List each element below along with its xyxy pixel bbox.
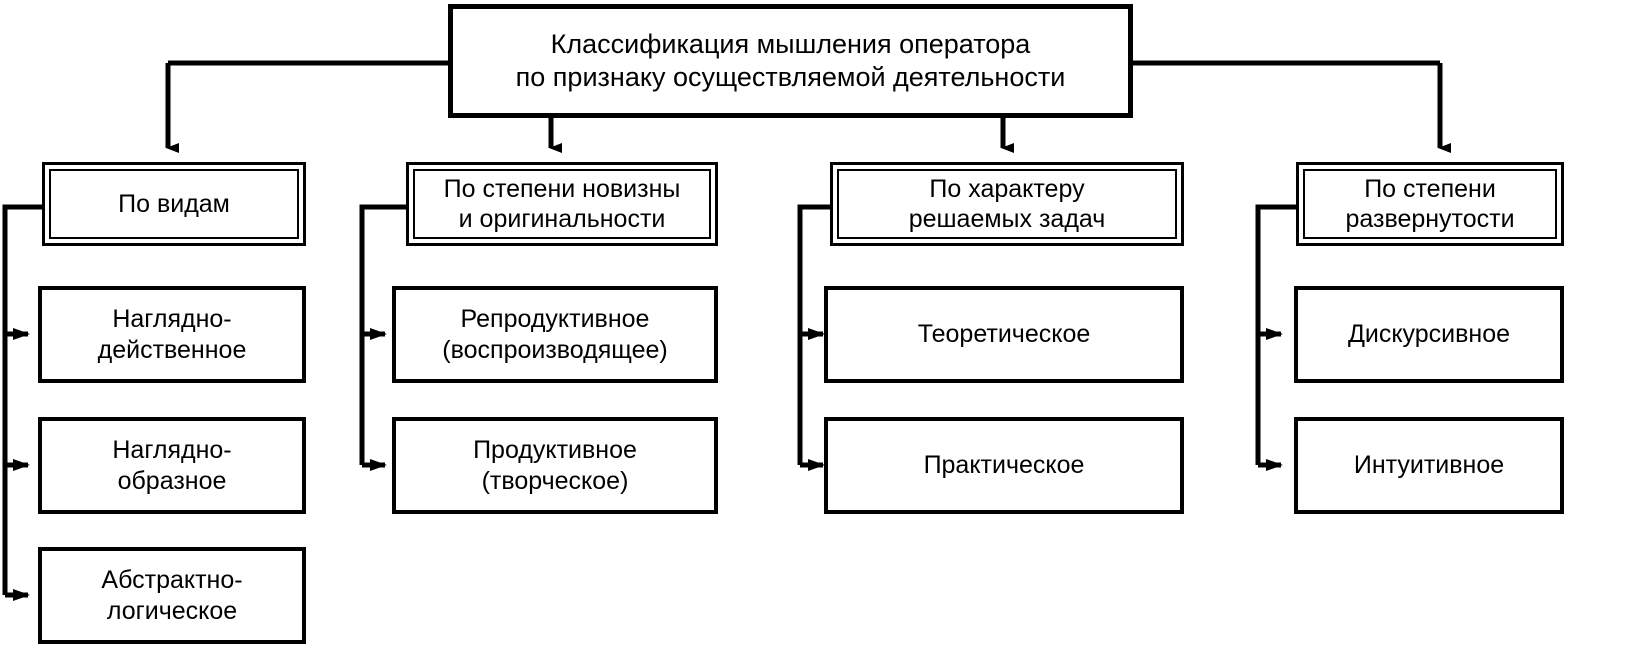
column-2-connectors: [359, 204, 410, 471]
leaf-box-1-3: Абстрактно- логическое: [38, 547, 306, 644]
leaf-box-4-1: Дискурсивное: [1294, 286, 1564, 383]
leaf-box-3-2: Практическое: [824, 417, 1184, 514]
column-header-1: По видам: [42, 162, 306, 246]
column-1-connectors: [2, 204, 42, 601]
leaf-box-4-2: Интуитивное: [1294, 417, 1564, 514]
leaf-box-4-2-label: Интуитивное: [1353, 451, 1505, 480]
leaf-box-1-1-label: Наглядно- действенное: [97, 305, 247, 364]
title-box: Классификация мышления оператора по приз…: [448, 4, 1133, 118]
column-header-4: По степени развернутости: [1296, 162, 1564, 246]
leaf-box-1-1: Наглядно- действенное: [38, 286, 306, 383]
title-box-label: Классификация мышления оператора по приз…: [515, 29, 1066, 92]
leaf-box-4-1-label: Дискурсивное: [1347, 320, 1511, 349]
leaf-box-1-3-label: Абстрактно- логическое: [101, 566, 243, 625]
column-header-2-label: По степени новизны и оригинальности: [443, 174, 681, 234]
leaf-box-1-2-label: Наглядно- образное: [112, 436, 232, 495]
column-header-4-label: По степени развернутости: [1345, 174, 1515, 234]
leaf-box-2-1-label: Репродуктивное (воспроизводящее): [442, 305, 668, 364]
leaf-box-1-2: Наглядно- образное: [38, 417, 306, 514]
column-header-1-label: По видам: [118, 189, 230, 218]
column-4-connectors: [1255, 204, 1300, 471]
leaf-box-2-2-label: Продуктивное (творческое): [473, 436, 637, 495]
leaf-box-3-1: Теоретическое: [824, 286, 1184, 383]
column-header-2: По степени новизны и оригинальности: [406, 162, 718, 246]
leaf-box-2-2: Продуктивное (творческое): [392, 417, 718, 514]
leaf-box-2-1: Репродуктивное (воспроизводящее): [392, 286, 718, 383]
title-to-column-arrows: [165, 63, 1451, 153]
leaf-box-3-1-label: Теоретическое: [917, 320, 1091, 349]
leaf-box-3-2-label: Практическое: [923, 451, 1085, 480]
column-header-3-label: По характеру решаемых задач: [908, 174, 1106, 234]
column-header-3: По характеру решаемых задач: [830, 162, 1184, 246]
